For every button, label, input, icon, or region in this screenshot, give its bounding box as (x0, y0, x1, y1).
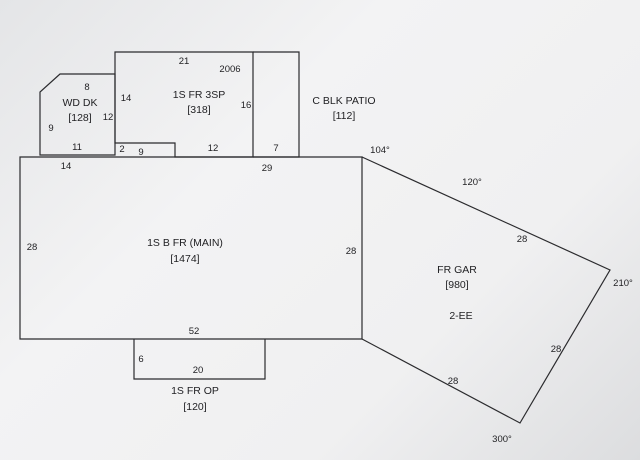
dim-main-topleft: 14 (61, 161, 72, 172)
main-area: [1474] (170, 253, 199, 265)
garage-name: FR GAR (437, 264, 477, 276)
dim-main-right: 28 (346, 246, 357, 257)
patio-name: C BLK PATIO (312, 95, 375, 107)
dim-gar-upper: 28 (517, 234, 528, 245)
garage-outline (361, 156, 611, 424)
fr-3sp-area: [318] (187, 104, 210, 116)
dim-wd-top: 8 (84, 82, 89, 93)
dim-main-top: 29 (262, 163, 273, 174)
dim-sp-left: 14 (121, 93, 132, 104)
dim-sp-top: 21 (179, 56, 190, 67)
dim-op-bottom: 20 (193, 365, 204, 376)
angle-120: 120° (462, 177, 482, 188)
dim-sp-bottom: 12 (208, 143, 219, 154)
dim-sp-right: 16 (241, 100, 252, 111)
angle-210: 210° (613, 278, 633, 289)
dim-wd-bottom: 11 (72, 142, 82, 153)
dim-wd-right: 12 (103, 112, 114, 123)
dim-wd-left: 9 (48, 123, 53, 134)
dim-sp-step-b: 9 (138, 147, 143, 158)
dim-main-bottom: 52 (189, 326, 200, 337)
dim-sp-step-a: 2 (119, 144, 124, 155)
wd-dk-name: WD DK (63, 97, 98, 109)
dim-patio-bottom: 7 (273, 143, 278, 154)
dim-main-left: 28 (27, 242, 38, 253)
wood-deck-outline (39, 73, 116, 156)
patio-outline (253, 51, 300, 158)
fr-3sp-name: 1S FR 3SP (173, 89, 226, 101)
open-porch-outline (133, 339, 266, 380)
angle-104: 104° (370, 145, 390, 156)
angle-300: 300° (492, 434, 512, 445)
op-area: [120] (183, 401, 206, 413)
dim-op-left: 6 (138, 354, 143, 365)
garage-note: 2-EE (449, 310, 472, 322)
op-name: 1S FR OP (171, 385, 219, 397)
main-name: 1S B FR (MAIN) (147, 237, 223, 249)
wd-dk-area: [128] (68, 112, 91, 124)
dim-gar-right: 28 (551, 344, 562, 355)
dim-gar-lower: 28 (448, 376, 459, 387)
dim-sp-year: 2006 (219, 64, 240, 75)
garage-area: [980] (445, 279, 468, 291)
patio-area: [112] (333, 110, 356, 122)
